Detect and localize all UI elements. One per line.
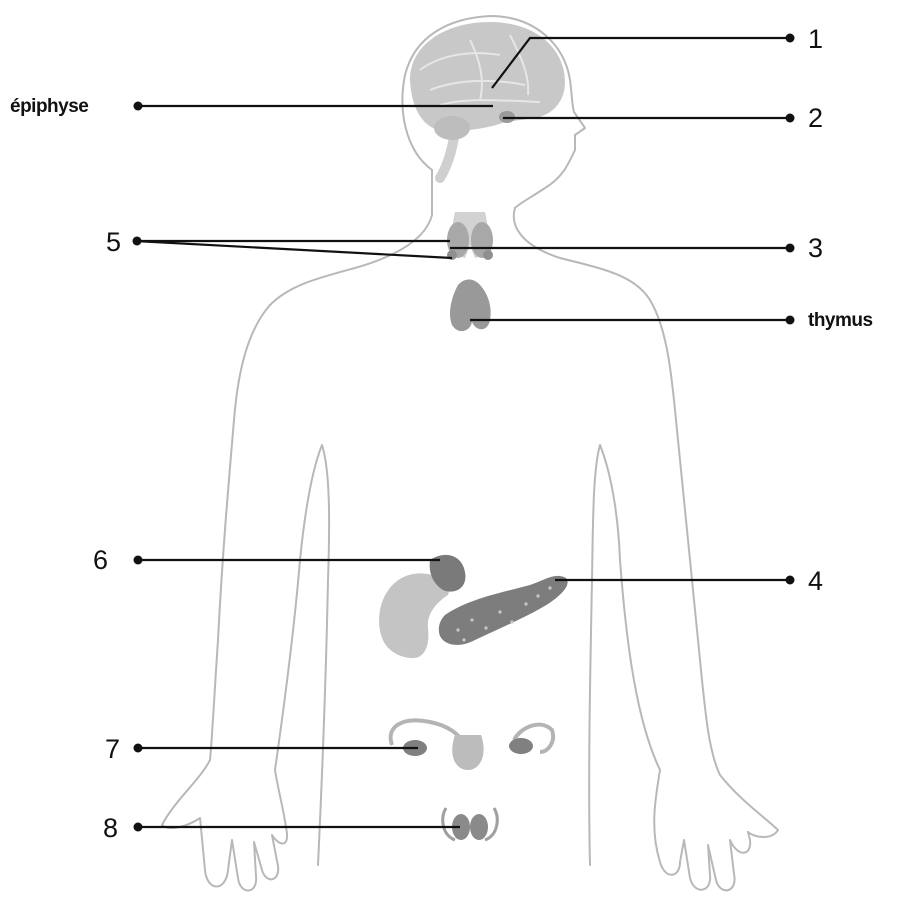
label-dots <box>133 34 795 832</box>
thyroid-illustration <box>447 212 493 260</box>
testes-illustration <box>443 808 497 840</box>
label-3: 3 <box>808 233 823 263</box>
labels: 1 épiphyse 2 5 3 thymus 6 4 7 8 <box>10 24 873 843</box>
label-4: 4 <box>808 566 823 596</box>
label-6: 6 <box>93 545 108 575</box>
ovaries-illustration <box>391 720 553 770</box>
brain-illustration <box>410 22 565 178</box>
leader-5b <box>135 241 452 258</box>
label-5: 5 <box>106 227 121 257</box>
label-1: 1 <box>808 24 823 54</box>
label-7: 7 <box>105 734 120 764</box>
label-2: 2 <box>808 103 823 133</box>
thymus-illustration <box>450 279 491 331</box>
label-thymus: thymus <box>808 310 873 331</box>
label-epiphyse: épiphyse <box>10 96 88 117</box>
label-8: 8 <box>103 813 118 843</box>
